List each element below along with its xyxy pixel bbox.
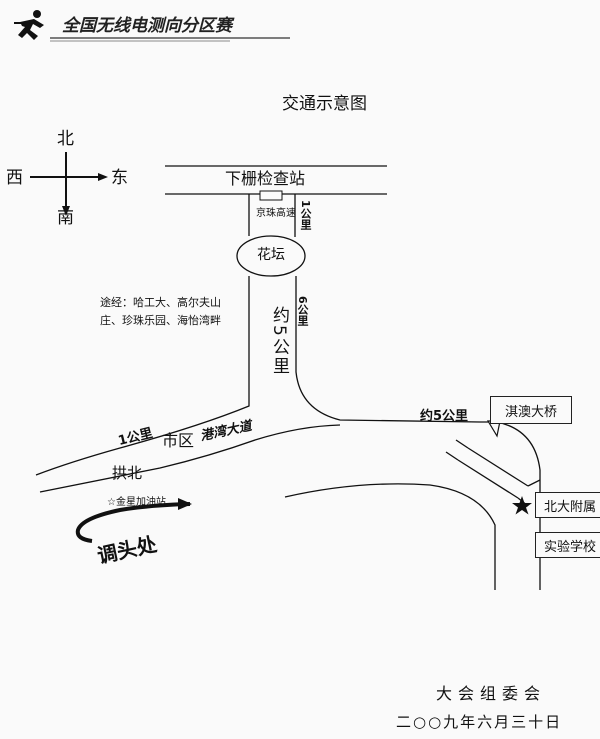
compass-west: 西 (6, 168, 23, 188)
qiao-bridge-label: 淇澳大桥 (490, 396, 572, 424)
expressway-road (248, 194, 296, 237)
road-to-city (35, 276, 250, 476)
organizer-label: 大会组委会 (436, 684, 547, 703)
compass-south: 南 (57, 208, 74, 228)
u-turn-arrow-head (178, 498, 192, 510)
gas-station-label: ☆金星加油站 (107, 497, 166, 508)
road-to-bridge (295, 276, 481, 423)
gangwan-road-lower (39, 424, 341, 493)
toll-gate (259, 190, 283, 201)
route-note: 途经：哈工大、高尔夫山庄、珍珠乐园、海怡湾畔 (100, 296, 221, 327)
road-school-curve (284, 483, 496, 590)
gongbei-label: 拱北 (112, 464, 143, 482)
roundabout (236, 235, 306, 277)
city-area-label: 市区 (162, 431, 195, 450)
date-label: 二○○九年六月三十日 (396, 713, 563, 731)
distance-1km-top-label: 1公里 (299, 200, 312, 230)
school-star-icon (512, 496, 532, 515)
expressway-label: 京珠高速 (256, 208, 296, 219)
road-east-edge (480, 421, 541, 590)
distance-6km-label: 6公里 (296, 296, 309, 326)
qiao-bridge-drawing (445, 439, 541, 507)
compass-east: 东 (111, 168, 128, 188)
distance-5km-vertical-label: 约5公里 (269, 306, 289, 376)
u-turn-arrow-icon (75, 502, 191, 543)
checkpoint-label: 下栅检查站 (225, 169, 306, 188)
map-title: 交通示意图 (282, 94, 367, 114)
compass-arrows (30, 152, 108, 216)
header-title: 全国无线电测向分区赛 (62, 16, 232, 36)
compass-north: 北 (57, 129, 74, 149)
runner-logo-icon (14, 10, 44, 40)
distance-5km-horizontal-label: 约5公里 (420, 409, 469, 424)
affiliated-school-label: 北大附属 (535, 492, 600, 518)
experimental-school-label: 实验学校 (535, 532, 600, 558)
roundabout-label: 花坛 (257, 247, 285, 263)
